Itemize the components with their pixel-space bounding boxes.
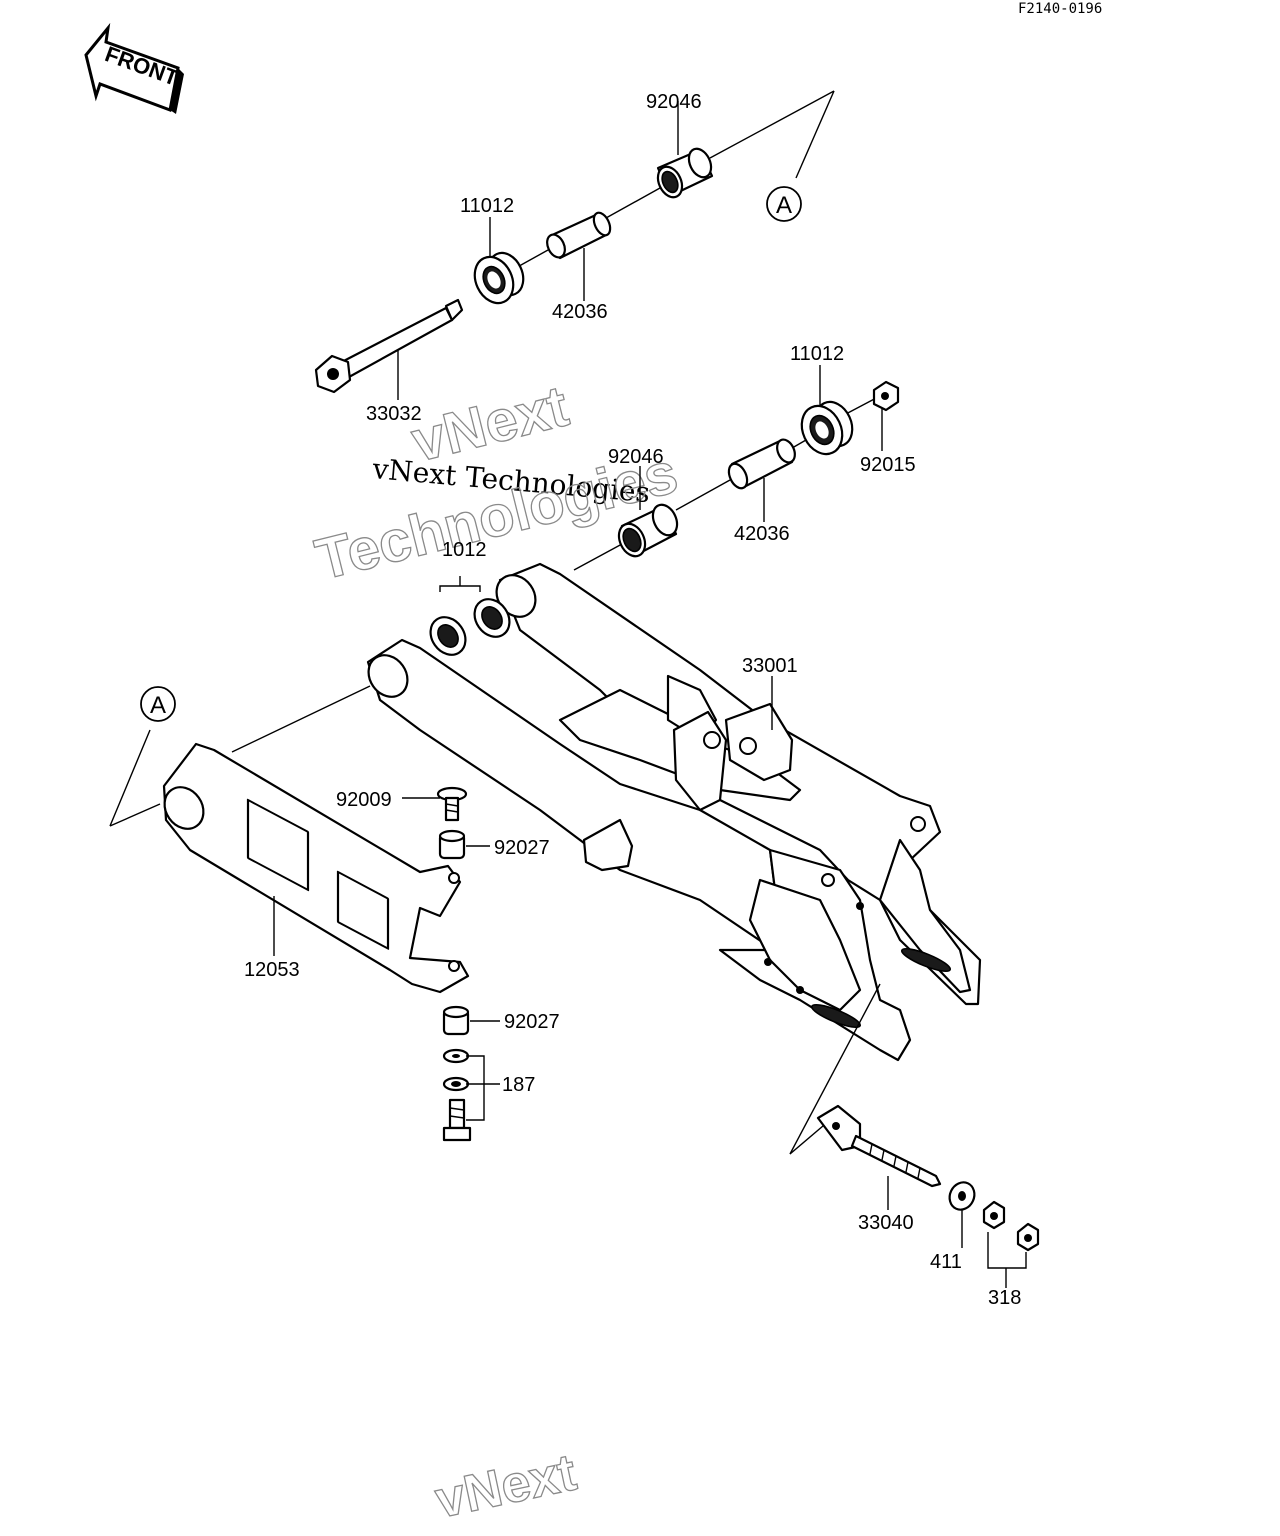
label-318: 318 [988,1287,1021,1309]
callout-a-left: A [140,686,176,722]
callout-a-top: A [766,186,802,222]
adjuster-bolt-33040 [816,1104,942,1188]
bolt-187 [442,1098,472,1142]
nut-318-a [982,1200,1006,1230]
screw-92009 [436,786,468,822]
label-33032: 33032 [366,403,422,425]
label-92027-b: 92027 [504,1011,560,1033]
label-92046-mid: 92046 [608,446,664,468]
washer-187 [442,1048,470,1064]
label-42036-mid: 42036 [734,523,790,545]
collar-92027-b [442,1005,470,1036]
label-92046-top: 92046 [646,91,702,113]
label-92009: 92009 [336,789,392,811]
label-1012: 1012 [442,539,487,561]
diagram-code: F2140-0196 [1018,1,1102,17]
bearing-92046-top [656,147,714,199]
watermark-line-4: vNext [430,1444,581,1530]
watermark-line-2: vNext [405,373,574,474]
collar-42036-top [546,211,612,260]
label-92027-a: 92027 [494,837,550,859]
label-42036-top: 42036 [552,301,608,323]
label-12053: 12053 [244,959,300,981]
part-labels: 92046 11012 42036 33032 11012 92015 9204… [244,91,1021,1309]
nut-318-b [1016,1222,1040,1252]
washer-411 [948,1181,976,1211]
svg-text:A: A [150,692,166,719]
lower-leaders [273,676,1027,1288]
seal-11012-top [473,251,525,305]
bearing-92046-mid [617,503,679,558]
svg-text:A: A [776,192,792,219]
label-411: 411 [930,1251,962,1273]
swingarm-33001 [366,562,982,1062]
lockwasher-187 [442,1076,470,1092]
collar-92027-a [438,829,466,860]
label-33040: 33040 [858,1212,914,1234]
chain-guide-12053 [162,742,470,994]
label-11012-top: 11012 [460,195,514,217]
upper-axis-lines [109,90,883,827]
pivot-bolt-33032 [314,298,464,394]
label-11012-mid: 11012 [790,343,844,365]
front-arrow-icon: FRONT [84,22,184,114]
seal-1012-pair [429,598,511,656]
label-187: 187 [502,1074,535,1096]
nut-92015 [872,380,900,412]
collar-42036-mid [727,438,796,490]
seal-11012-mid [800,400,854,456]
label-33001: 33001 [742,655,798,677]
label-92015: 92015 [860,454,916,476]
